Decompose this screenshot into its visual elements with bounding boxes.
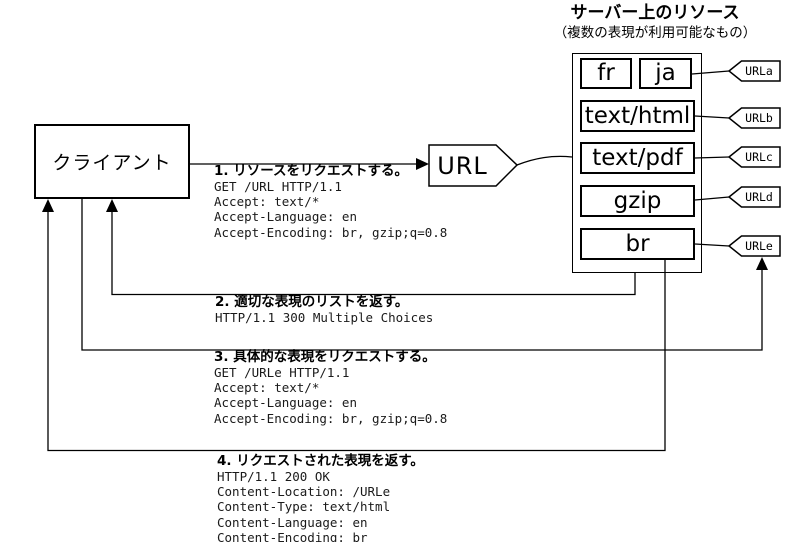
connector-html-urlb (694, 115, 730, 119)
http-header-line: Content-Encoding: br (217, 529, 368, 542)
http-header-line: Accept-Encoding: br, gzip;q=0.8 (214, 410, 448, 426)
http-header-line: Content-Type: text/html (217, 499, 391, 515)
step-1-heading: 1. リソースをリクエストする。 (214, 163, 409, 179)
connector-ja-urla (691, 70, 730, 75)
http-header-line: GET /URL HTTP/1.1 (214, 179, 342, 194)
step-2-arrow-line (111, 211, 636, 296)
connector-gzip-urld (694, 196, 730, 201)
step-4-arrow-line (47, 211, 666, 452)
http-header-line: HTTP/1.1 200 OK (217, 469, 330, 484)
server-resources-header: サーバー上のリソース （複数の表現が利用可能なもの） (500, 3, 801, 42)
http-header-line: GET /URLe HTTP/1.1 (214, 365, 350, 380)
url-tag-label-a: URLa (745, 64, 773, 78)
step-3-arrowhead (756, 257, 768, 270)
step-3-arrow-line (81, 199, 763, 351)
diagram-title: サーバー上のリソース (570, 3, 740, 23)
representation-box-text-pdf: text/pdf (580, 142, 695, 174)
url-node-shape (428, 144, 519, 187)
diagram-subtitle: （複数の表現が利用可能なもの） (553, 25, 757, 41)
http-header-line: Content-Language: en (217, 514, 368, 530)
http-header-line: HTTP/1.1 300 Multiple Choices (215, 310, 434, 325)
step-2-heading: 2. 適切な表現のリストを返す。 (215, 294, 409, 310)
url-node-label: URL (437, 151, 488, 180)
url-tag-shape-c (727, 146, 781, 168)
url-tag-shape-b (727, 107, 781, 129)
representation-box-gzip: gzip (580, 185, 695, 217)
http-header-line: Accept-Encoding: br, gzip;q=0.8 (214, 224, 448, 240)
representation-box-ja: ja (639, 58, 692, 89)
url-tag-shape-d (727, 186, 781, 208)
representation-box-text-html: text/html (580, 100, 695, 132)
step-2-block: 2. 適切な表現のリストを返す。 HTTP/1.1 300 Multiple C… (215, 294, 433, 325)
step-4-heading: 4. リクエストされた表現を返す。 (217, 453, 424, 469)
url-tag-shape-e (727, 235, 781, 257)
step-4-block: 4. リクエストされた表現を返す。 HTTP/1.1 200 OK Conten… (217, 453, 424, 542)
client-label: クライアント (52, 152, 172, 174)
http-header-line: Accept: text/* (214, 194, 320, 210)
representation-box-fr: fr (580, 58, 632, 89)
url-tag-label-c: URLc (745, 150, 773, 164)
connector-br-urle (694, 243, 730, 247)
step-1-arrowhead (416, 158, 429, 170)
url-tag-shape-a (727, 60, 781, 82)
http-header-line: Accept: text/* (214, 380, 320, 396)
url-tag-label-d: URLd (745, 190, 773, 204)
step-1-block: 1. リソースをリクエストする。 GET /URL HTTP/1.1 Accep… (214, 163, 447, 240)
http-header-line: Content-Location: /URLe (217, 484, 391, 500)
step-3-heading: 3. 具体的な表現をリクエストする。 (214, 349, 436, 365)
http-header-line: Accept-Language: en (214, 209, 357, 225)
connector-pdf-urlc (694, 156, 730, 159)
step-4-arrowhead (42, 199, 54, 212)
representation-box-br: br (580, 228, 695, 260)
step-2-arrowhead (106, 199, 118, 212)
server-box (572, 53, 702, 273)
step-3-block: 3. 具体的な表現をリクエストする。 GET /URLe HTTP/1.1 Ac… (214, 349, 447, 426)
url-to-server-connector (516, 155, 573, 166)
url-tag-label-e: URLe (745, 239, 773, 253)
http-header-line: Accept-Language: en (214, 395, 357, 411)
url-tag-label-b: URLb (745, 111, 773, 125)
client-box: クライアント (34, 124, 190, 199)
